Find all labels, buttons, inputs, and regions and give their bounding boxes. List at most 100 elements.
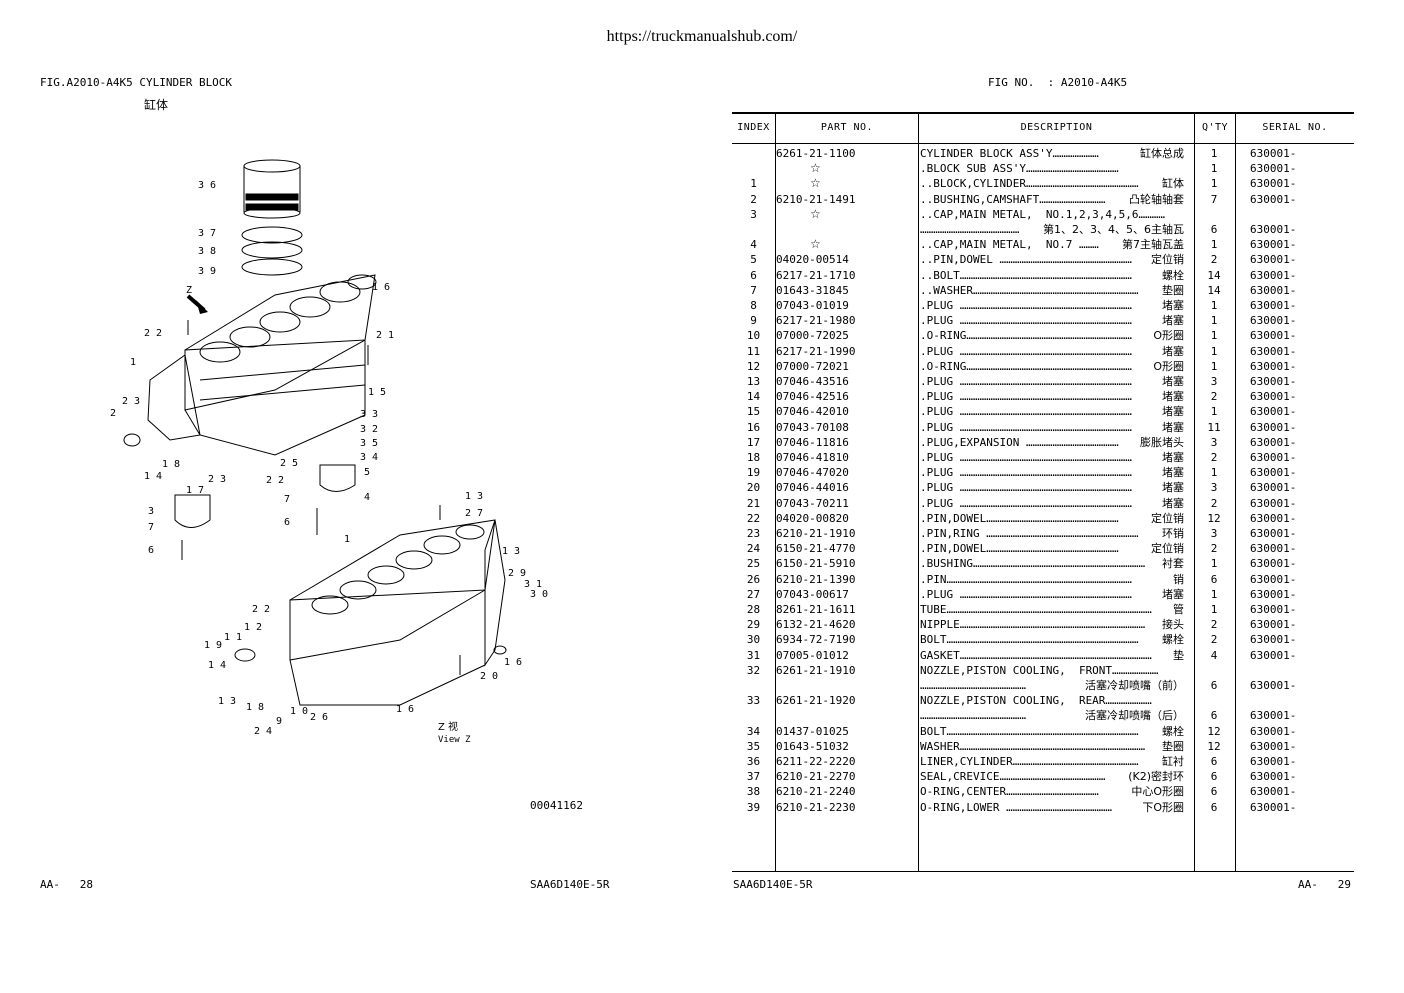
row-qty: 1 <box>1210 238 1218 252</box>
row-serial-no: 630001- <box>1250 344 1297 358</box>
svg-text:3 5: 3 5 <box>360 438 378 449</box>
row-description-cn: 中心O形圈 <box>1130 784 1184 800</box>
row-description-cn: 缸体 <box>1161 176 1184 192</box>
svg-text:2 1: 2 1 <box>376 330 394 341</box>
row-qty: 12 <box>1207 511 1221 525</box>
row-description-en: GASKET…………………………………………………………………………… <box>920 648 1152 662</box>
header-qty: Q'TY <box>1201 122 1229 133</box>
svg-text:1: 1 <box>130 357 136 368</box>
row-description: .PLUG,EXPANSION ……………………………………膨胀堵头 <box>920 434 1188 450</box>
row-index: 23 <box>746 527 761 540</box>
row-qty: 2 <box>1210 633 1218 647</box>
row-index: 20 <box>746 481 761 495</box>
row-index: 17 <box>746 435 761 449</box>
row-part-no: 6934-72-7190 <box>776 633 856 647</box>
row-qty: 2 <box>1210 618 1218 632</box>
row-description: .BUSHING……………………………………………………………………衬套 <box>920 556 1188 572</box>
row-description: ………………………………………第1、2、3、4、5、6主轴瓦 <box>920 222 1188 237</box>
row-serial-no: 630001- <box>1250 511 1297 525</box>
row-description-en: .PLUG …………………………………………………………………… <box>920 481 1132 495</box>
row-index: 18 <box>746 451 761 464</box>
row-serial-no: 630001- <box>1250 359 1297 373</box>
row-description-en: SEAL,CREVICE………………………………………… <box>920 770 1106 784</box>
row-qty: 2 <box>1210 253 1218 267</box>
main-cap-drawing <box>319 464 356 492</box>
row-description-cn: 第1、2、3、4、5、6主轴瓦 <box>1042 222 1184 237</box>
row-description-cn: 下O形圈 <box>1141 799 1184 815</box>
row-description: NOZZLE,PISTON COOLING, FRONT………………… <box>920 663 1188 678</box>
row-index: 15 <box>746 405 761 419</box>
row-description-en: .BUSHING…………………………………………………………………… <box>920 557 1146 571</box>
main-cap-drawing <box>174 494 211 528</box>
row-serial-no: 630001- <box>1250 435 1297 449</box>
row-part-no: ☆ <box>810 206 821 221</box>
row-description: .PIN…………………………………………………………………………销 <box>920 571 1188 587</box>
svg-text:1 0: 1 0 <box>290 706 308 717</box>
svg-text:1 9: 1 9 <box>204 640 222 651</box>
header-part-no: PART NO. <box>820 122 874 133</box>
lower-block-drawing <box>234 505 507 706</box>
svg-text:2 3: 2 3 <box>208 474 226 485</box>
row-description-en: O-RING,CENTER…………………………………… <box>920 785 1099 799</box>
row-description-en: ..BOLT…………………………………………………………………… <box>920 268 1132 282</box>
footer-left-model: SAA6D140E-5R <box>530 878 610 891</box>
row-index: 32 <box>746 663 761 677</box>
row-part-no: 07046-11816 <box>776 435 849 449</box>
row-index: 19 <box>746 466 761 480</box>
row-description: .PLUG ……………………………………………………………………堵塞 <box>920 465 1188 481</box>
row-qty: 2 <box>1210 451 1218 464</box>
row-serial-no: 630001- <box>1250 633 1297 647</box>
row-part-no: 01643-51032 <box>776 739 849 753</box>
row-serial-no: 630001- <box>1250 724 1297 738</box>
row-description: SEAL,CREVICE…………………………………………(K2)密封环 <box>920 769 1188 785</box>
row-index: 31 <box>746 648 761 662</box>
row-qty: 1 <box>1210 314 1218 328</box>
svg-text:1 6: 1 6 <box>396 704 414 715</box>
svg-text:1 2: 1 2 <box>244 622 262 633</box>
svg-text:7: 7 <box>284 494 290 505</box>
row-description-en: BOLT…………………………………………………………………………… <box>920 633 1139 647</box>
row-description-en: ..CAP,MAIN METAL, NO.7 ……… <box>920 238 1099 252</box>
svg-text:3 4: 3 4 <box>360 452 378 463</box>
svg-text:3 7: 3 7 <box>198 228 216 239</box>
row-part-no: 6217-21-1980 <box>776 314 856 328</box>
row-part-no: 07000-72025 <box>776 329 849 343</box>
svg-text:2 7: 2 7 <box>465 508 483 519</box>
row-description-en: .PLUG …………………………………………………………………… <box>920 451 1132 464</box>
row-description: ..PIN,DOWEL ……………………………………………………定位销 <box>920 252 1188 268</box>
row-description-cn: 堵塞 <box>1161 374 1184 389</box>
row-description-en: .BLOCK SUB ASS'Y…………………………………… <box>920 162 1119 176</box>
row-index: 10 <box>746 329 761 343</box>
row-serial-no: 630001- <box>1250 770 1297 784</box>
svg-text:2 2: 2 2 <box>252 604 270 615</box>
svg-text:1 8: 1 8 <box>246 702 264 713</box>
svg-text:3 8: 3 8 <box>198 246 216 257</box>
svg-text:1 5: 1 5 <box>368 387 386 398</box>
site-url[interactable]: https://truckmanualshub.com/ <box>606 28 798 45</box>
row-index: 4 <box>750 238 757 252</box>
row-qty: 1 <box>1210 466 1218 480</box>
row-qty: 1 <box>1210 587 1218 601</box>
row-part-no: 6210-21-2270 <box>776 770 856 784</box>
row-serial-no: 630001- <box>1250 147 1297 160</box>
row-description: .PLUG ……………………………………………………………………堵塞 <box>920 495 1188 511</box>
row-description-cn: 堵塞 <box>1161 586 1184 602</box>
row-qty: 1 <box>1210 405 1218 419</box>
row-serial-no: 630001- <box>1250 587 1297 601</box>
row-qty: 2 <box>1210 390 1218 404</box>
row-description-cn: 垫圈 <box>1161 282 1184 298</box>
row-part-no: 07005-01012 <box>776 648 849 662</box>
svg-text:5: 5 <box>364 467 370 478</box>
row-description-cn: 堵塞 <box>1161 343 1184 359</box>
